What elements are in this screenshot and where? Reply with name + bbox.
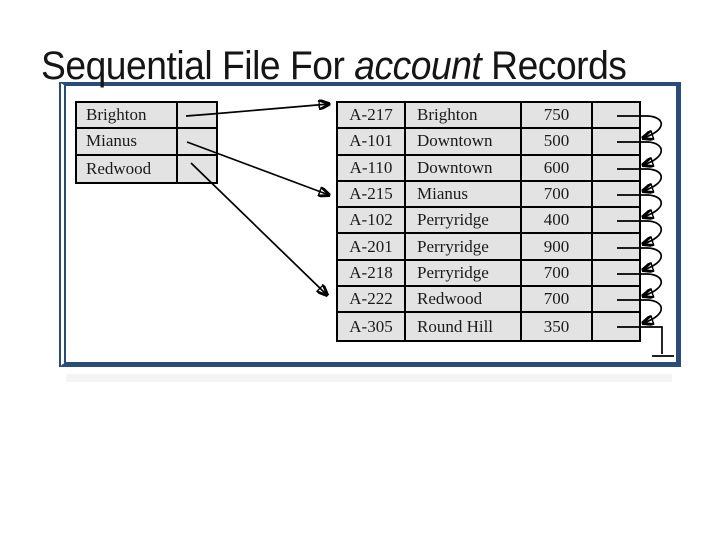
branch-cell: Downtown xyxy=(406,155,522,180)
table-row: A-110 Downtown 600 xyxy=(338,155,639,182)
index-pointer-cell xyxy=(178,103,216,127)
branch-cell: Perryridge xyxy=(406,260,522,286)
account-cell: A-201 xyxy=(338,234,406,259)
balance-cell: 400 xyxy=(522,208,593,233)
pointer-cell xyxy=(593,182,639,206)
branch-index-table: Brighton Mianus Redwood xyxy=(75,101,218,184)
page-title: Sequential File For account Records xyxy=(41,45,671,87)
table-row: A-102 Perryridge 400 xyxy=(338,208,639,235)
balance-cell: 350 xyxy=(522,313,593,340)
balance-cell: 700 xyxy=(522,181,593,207)
title-prefix: Sequential File For xyxy=(41,44,355,88)
table-row: A-218 Perryridge 700 xyxy=(338,260,639,288)
branch-cell: Redwood xyxy=(406,287,522,312)
pointer-cell xyxy=(593,313,639,339)
pointer-cell xyxy=(593,261,639,285)
title-suffix: Records xyxy=(481,44,627,88)
index-branch-cell: Brighton xyxy=(77,103,178,128)
pointer-cell xyxy=(593,103,639,127)
pointer-cell xyxy=(593,234,639,258)
branch-cell: Perryridge xyxy=(406,234,522,259)
account-cell: A-215 xyxy=(338,181,406,207)
account-cell: A-102 xyxy=(338,208,406,233)
balance-cell: 900 xyxy=(522,234,593,259)
title-emphasis: account xyxy=(354,44,482,88)
account-cell: A-222 xyxy=(338,287,406,312)
account-cell: A-110 xyxy=(338,155,406,180)
account-cell: A-218 xyxy=(338,260,406,286)
table-row: A-101 Downtown 500 xyxy=(338,129,639,156)
table-row: A-305 Round Hill 350 xyxy=(338,313,639,340)
account-cell: A-305 xyxy=(338,313,406,340)
branch-cell: Perryridge xyxy=(406,208,522,233)
branch-cell: Downtown xyxy=(406,129,522,154)
account-cell: A-101 xyxy=(338,129,406,154)
index-branch-cell: Redwood xyxy=(77,155,178,182)
account-cell: A-217 xyxy=(338,103,406,128)
balance-cell: 750 xyxy=(522,103,593,128)
index-pointer-cell xyxy=(178,156,216,182)
table-row: A-201 Perryridge 900 xyxy=(338,234,639,261)
account-file-table: A-217 Brighton 750 A-101 Downtown 500 A-… xyxy=(336,101,641,342)
balance-cell: 500 xyxy=(522,129,593,154)
branch-cell: Round Hill xyxy=(406,313,522,340)
index-row: Mianus xyxy=(77,129,216,156)
pointer-cell xyxy=(593,156,639,180)
index-row: Redwood xyxy=(77,155,216,182)
index-row: Brighton xyxy=(77,103,216,130)
frame-shadow xyxy=(66,374,672,382)
branch-cell: Mianus xyxy=(406,181,522,207)
balance-cell: 700 xyxy=(522,260,593,286)
pointer-cell xyxy=(593,208,639,232)
pointer-cell xyxy=(593,129,639,153)
table-row: A-222 Redwood 700 xyxy=(338,287,639,314)
balance-cell: 600 xyxy=(522,155,593,180)
index-pointer-cell xyxy=(178,129,216,153)
pointer-cell xyxy=(593,287,639,311)
table-row: A-217 Brighton 750 xyxy=(338,103,639,130)
index-branch-cell: Mianus xyxy=(77,129,178,154)
branch-cell: Brighton xyxy=(406,103,522,128)
table-row: A-215 Mianus 700 xyxy=(338,181,639,209)
balance-cell: 700 xyxy=(522,287,593,312)
